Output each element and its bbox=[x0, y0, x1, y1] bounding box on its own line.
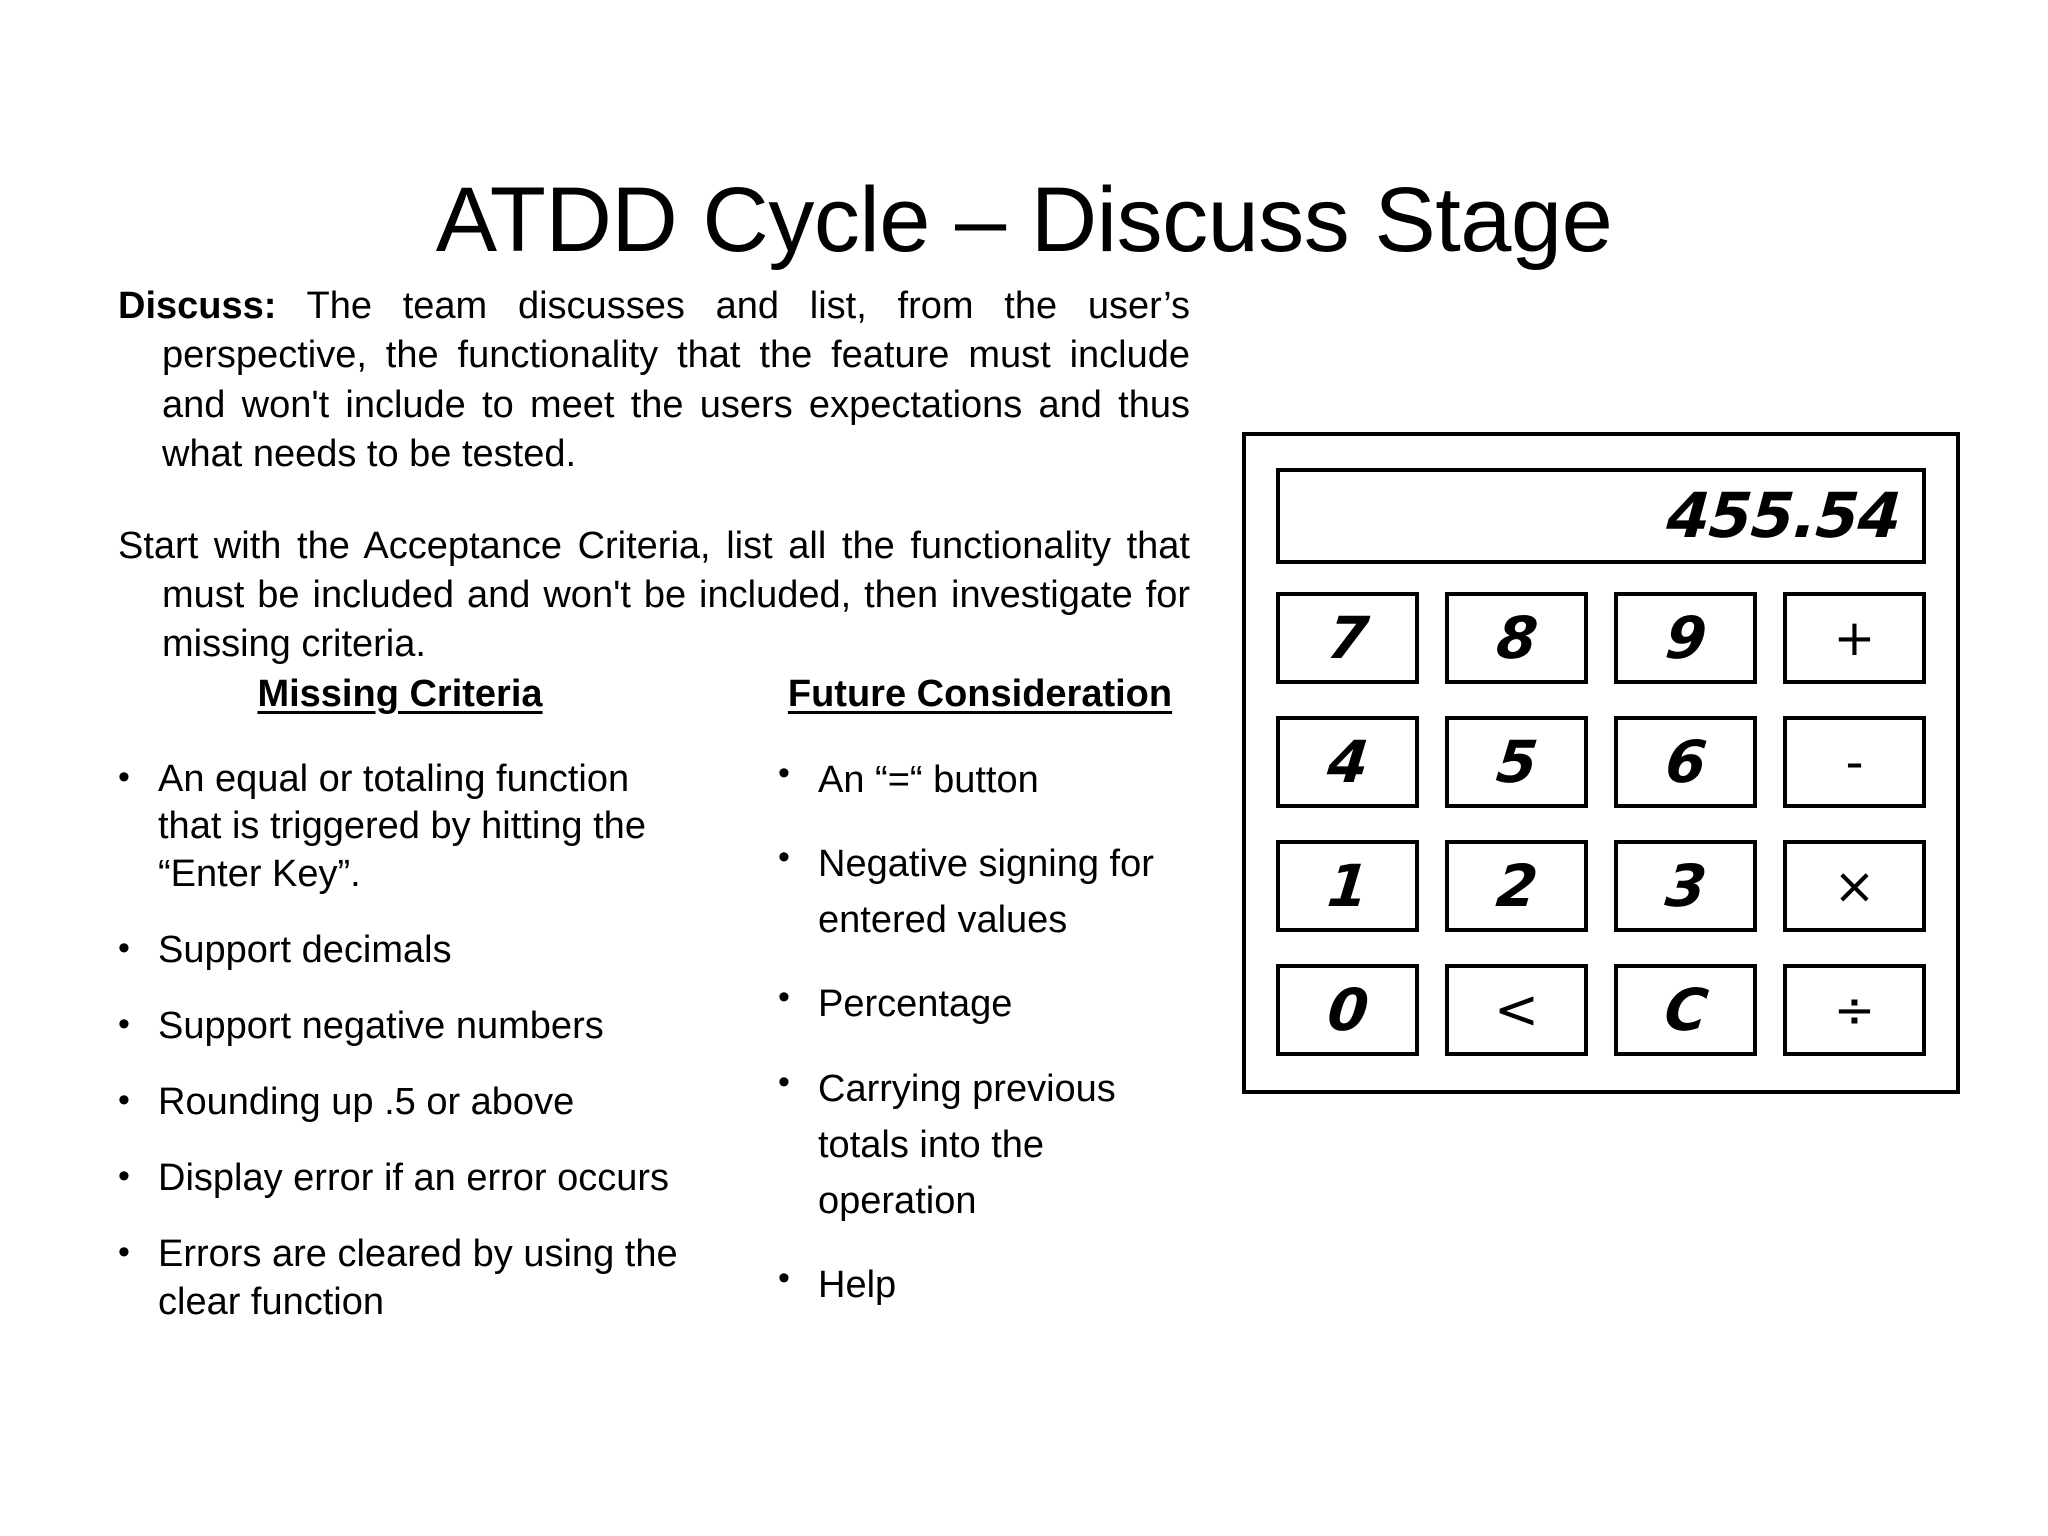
calc-key-7[interactable]: 7 bbox=[1276, 592, 1419, 684]
list-item: Errors are cleared by using the clear fu… bbox=[110, 1231, 690, 1327]
calc-key-9-label: 9 bbox=[1662, 604, 1709, 672]
calc-key-1[interactable]: 1 bbox=[1276, 840, 1419, 932]
list-item: An equal or totaling function that is tr… bbox=[110, 756, 690, 900]
calc-key-clear-label: C bbox=[1661, 976, 1710, 1044]
list-item: Percentage bbox=[770, 976, 1190, 1032]
missing-criteria-heading: Missing Criteria bbox=[257, 673, 543, 715]
intro-text-block: Discuss: The team discusses and list, fr… bbox=[118, 282, 1190, 670]
calc-key-divide[interactable]: ÷ bbox=[1783, 964, 1926, 1056]
column-missing-criteria: Missing Criteria An equal or totaling fu… bbox=[110, 672, 690, 1354]
calc-key-3-label: 3 bbox=[1662, 852, 1709, 920]
calc-key-plus[interactable]: + bbox=[1783, 592, 1926, 684]
calc-key-multiply[interactable]: × bbox=[1783, 840, 1926, 932]
calc-key-2-label: 2 bbox=[1493, 852, 1540, 920]
page-title: ATDD Cycle – Discuss Stage bbox=[435, 168, 1613, 271]
future-consideration-list: An “=“ button Negative signing for enter… bbox=[770, 752, 1190, 1314]
missing-criteria-list: An equal or totaling function that is tr… bbox=[110, 756, 690, 1327]
calc-key-2[interactable]: 2 bbox=[1445, 840, 1588, 932]
calc-key-5[interactable]: 5 bbox=[1445, 716, 1588, 808]
intro-paragraph-acceptance: Start with the Acceptance Criteria, list… bbox=[118, 524, 1190, 666]
list-item: Support decimals bbox=[110, 927, 690, 975]
column-future-consideration: Future Consideration An “=“ button Negat… bbox=[770, 672, 1190, 1341]
calc-key-3[interactable]: 3 bbox=[1614, 840, 1757, 932]
list-item: Display error if an error occurs bbox=[110, 1155, 690, 1203]
calc-key-6[interactable]: 6 bbox=[1614, 716, 1757, 808]
list-item: Negative signing for entered values bbox=[770, 836, 1190, 948]
calc-key-plus-label: + bbox=[1833, 609, 1876, 667]
calc-key-minus-label: - bbox=[1845, 733, 1864, 791]
intro-paragraph-discuss: Discuss: The team discusses and list, fr… bbox=[118, 282, 1190, 480]
calc-key-divide-label: ÷ bbox=[1833, 981, 1876, 1039]
calculator-sketch: 455.54 7 8 9 +4 5 6 - 1 2 3 × 0 < C ÷ bbox=[1242, 432, 1960, 1094]
calc-key-0-label: 0 bbox=[1324, 976, 1371, 1044]
calc-key-backspace[interactable]: < bbox=[1445, 964, 1588, 1056]
calc-key-7-label: 7 bbox=[1324, 604, 1371, 672]
calc-key-0[interactable]: 0 bbox=[1276, 964, 1419, 1056]
list-item: Rounding up .5 or above bbox=[110, 1079, 690, 1127]
calc-key-minus[interactable]: - bbox=[1783, 716, 1926, 808]
future-consideration-heading: Future Consideration bbox=[787, 673, 1173, 715]
list-item: Support negative numbers bbox=[110, 1003, 690, 1051]
calc-key-backspace-label: < bbox=[1493, 978, 1540, 1041]
calc-key-1-label: 1 bbox=[1324, 852, 1371, 920]
list-item: An “=“ button bbox=[770, 752, 1190, 808]
intro-lead-label: Discuss: bbox=[118, 285, 277, 327]
calc-key-8[interactable]: 8 bbox=[1445, 592, 1588, 684]
calc-key-multiply-label: × bbox=[1833, 857, 1876, 915]
calc-key-8-label: 8 bbox=[1493, 604, 1540, 672]
intro-paragraph-discuss-body: The team discusses and list, from the us… bbox=[162, 285, 1190, 476]
calc-key-4-label: 4 bbox=[1324, 728, 1371, 796]
calculator-display: 455.54 bbox=[1276, 468, 1926, 564]
calculator-keypad: 7 8 9 +4 5 6 - 1 2 3 × 0 < C ÷ bbox=[1276, 592, 1926, 1056]
calc-key-6-label: 6 bbox=[1662, 728, 1709, 796]
calculator-display-value: 455.54 bbox=[1664, 479, 1903, 552]
calc-key-clear[interactable]: C bbox=[1614, 964, 1757, 1056]
list-item: Carrying previous totals into the operat… bbox=[770, 1061, 1190, 1230]
calc-key-5-label: 5 bbox=[1493, 728, 1540, 796]
calc-key-4[interactable]: 4 bbox=[1276, 716, 1419, 808]
calc-key-9[interactable]: 9 bbox=[1614, 592, 1757, 684]
list-item: Help bbox=[770, 1257, 1190, 1313]
